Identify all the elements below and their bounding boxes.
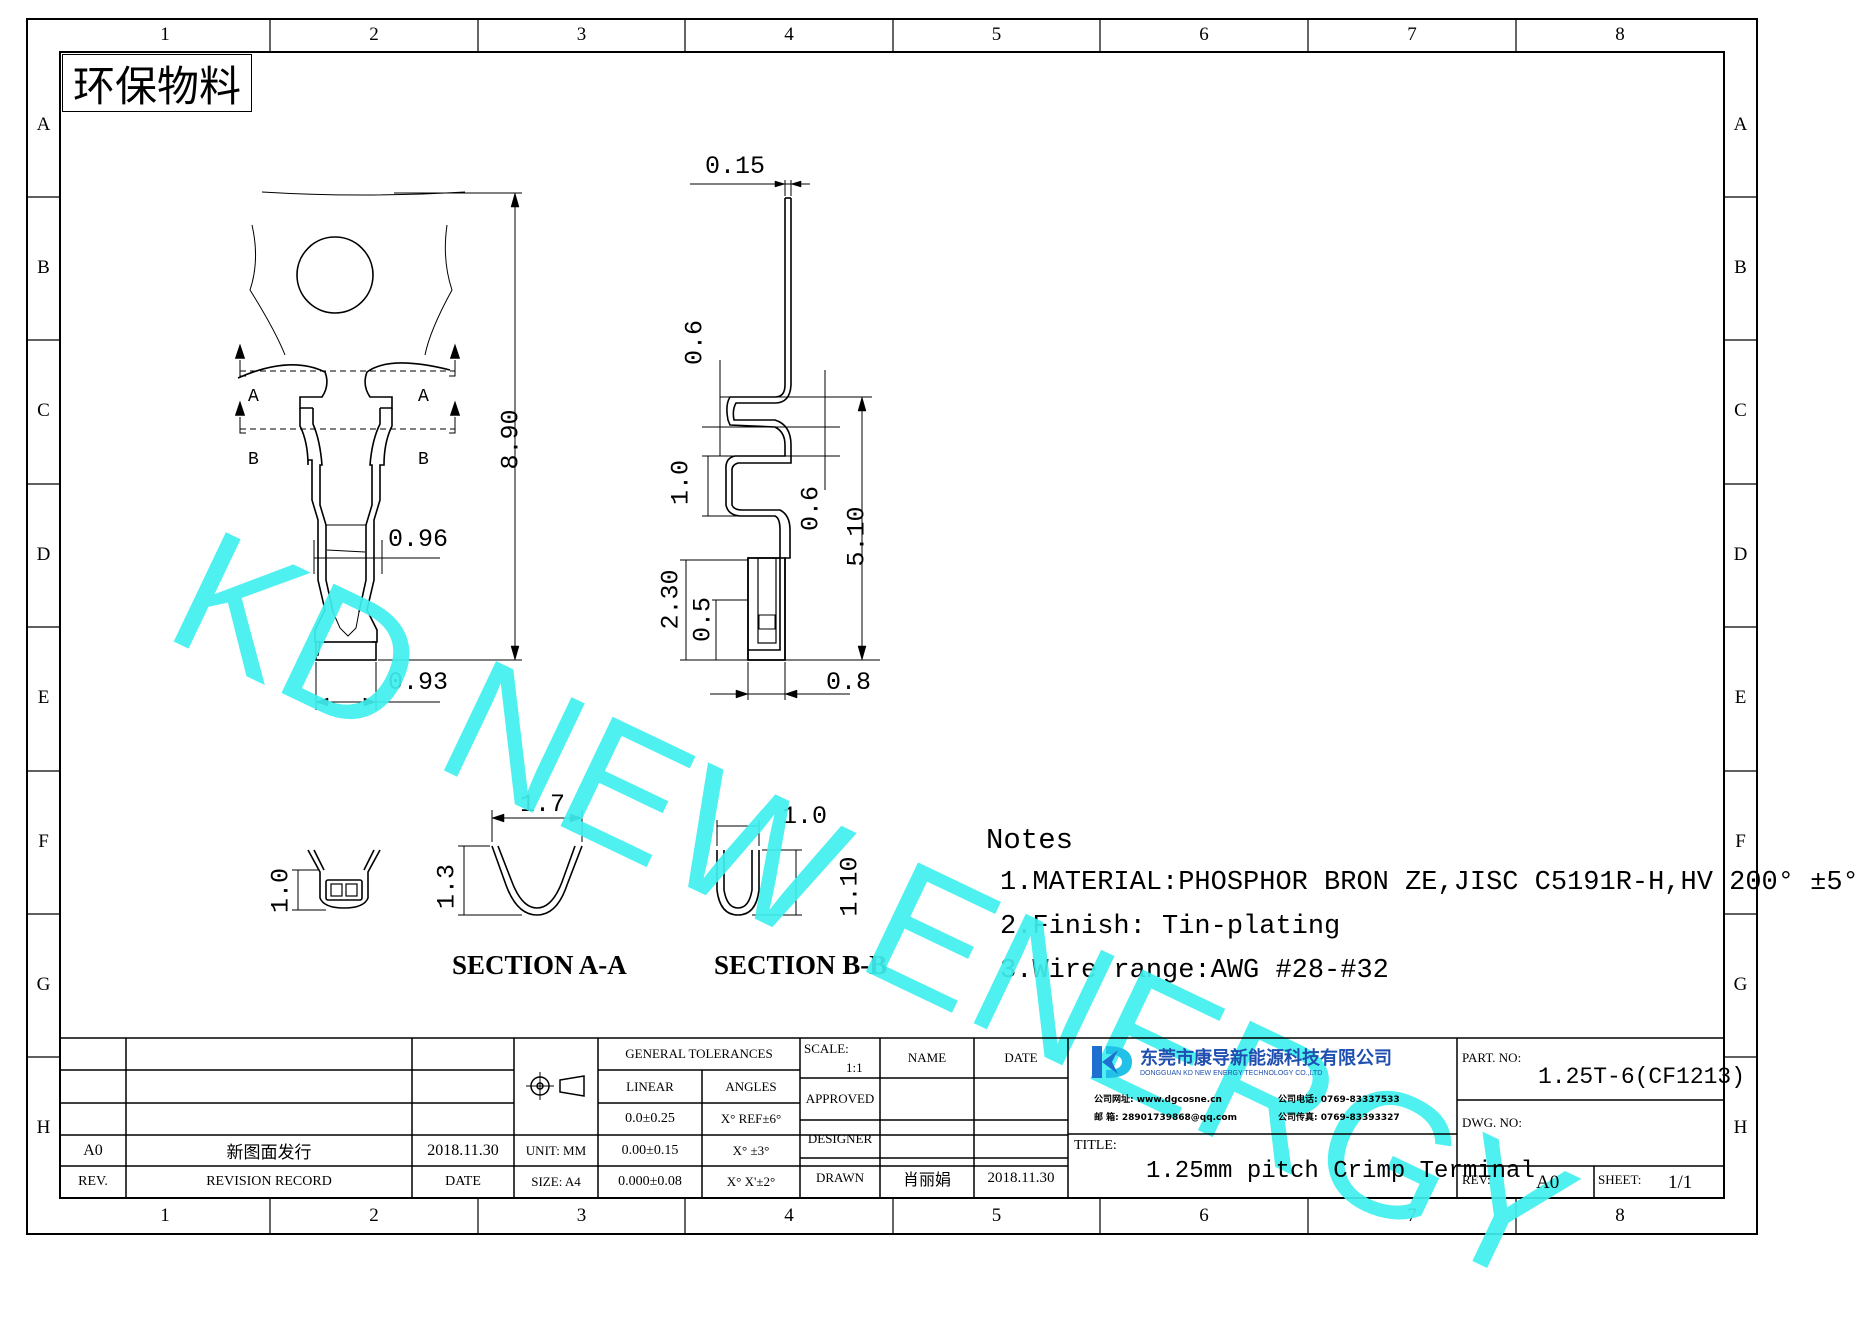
zone-col-6-bottom: 6 (1199, 1205, 1209, 1226)
company-name-cn: 东莞市康导新能源科技有限公司 (1140, 1048, 1392, 1069)
company-name-en: DONGGUAN KD NEW ENERGY TECHNOLOGY CO.,LT… (1140, 1070, 1323, 1077)
drawing-frame (26, 18, 1758, 1235)
zone-col-8-top: 8 (1615, 24, 1625, 45)
zone-row-b-left: B (37, 257, 50, 278)
revision-record-header: REVISION RECORD (206, 1174, 332, 1189)
company-logo-icon (1092, 1046, 1132, 1078)
linear-tol-3: 0.000±0.08 (618, 1174, 682, 1189)
dwg-no-label: DWG. NO: (1462, 1115, 1522, 1130)
zone-col-1-top: 1 (160, 24, 170, 45)
sheet-value: 1/1 (1668, 1172, 1693, 1193)
zone-row-h-left: H (36, 1117, 51, 1138)
notes-title: Notes (986, 824, 1074, 857)
company-phone: 公司电话: 0769-83337533 (1278, 1095, 1400, 1105)
section-b-b-label: SECTION B-B (714, 950, 888, 980)
angle-tol-1: X° REF±6° (720, 1111, 782, 1126)
dim-bottom-width: 0.93 (388, 668, 449, 697)
rev-label: REV: (1462, 1172, 1491, 1187)
angle-tol-3: X° X'±2° (726, 1174, 776, 1189)
rev-block-value: A0 (1536, 1172, 1560, 1193)
rev-value: A0 (83, 1141, 103, 1159)
zone-col-4-bottom: 4 (784, 1205, 794, 1226)
drawn-label: DRAWN (815, 1170, 865, 1185)
side-view-drawing (680, 180, 880, 700)
zone-col-7-top: 7 (1407, 24, 1417, 45)
drawing-title: 1.25mm pitch Crimp Terminal (1146, 1158, 1535, 1185)
zone-row-c-left: C (37, 400, 50, 421)
zone-col-1-bottom: 1 (160, 1205, 170, 1226)
dim-thickness: 0.15 (705, 152, 766, 181)
zone-col-2-top: 2 (369, 24, 379, 45)
zone-row-g-right: G (1733, 974, 1748, 995)
linear-tol-2: 0.00±0.15 (621, 1142, 679, 1158)
unit-label: UNIT: MM (525, 1142, 587, 1158)
section-a-a-label: SECTION A-A (452, 950, 627, 980)
title-block-grid (60, 1037, 1724, 1198)
title-label: TITLE: (1074, 1138, 1117, 1153)
zone-row-c-right: C (1734, 400, 1747, 421)
rev-date-header: DATE (445, 1174, 481, 1189)
zone-row-e-left: E (37, 687, 50, 708)
drawn-name: 肖丽娟 (902, 1170, 951, 1189)
linear-tol-1: 0.0±0.25 (625, 1111, 675, 1126)
company-email: 邮 箱: 28901739868@qq.com (1094, 1113, 1237, 1123)
part-no-label: PART. NO: (1462, 1050, 1522, 1065)
zone-col-5-top: 5 (991, 24, 1002, 45)
linear-header: LINEAR (626, 1078, 674, 1094)
general-tolerances-header: GENERAL TOLERANCES (625, 1046, 773, 1061)
part-no-value: 1.25T-6(CF1213) (1538, 1064, 1746, 1090)
dim-section-b-width: 1.0 (782, 802, 828, 831)
size-label: SIZE: A4 (531, 1174, 581, 1189)
zone-col-7-bottom: 7 (1407, 1205, 1417, 1226)
scale-label: SCALE: (804, 1041, 849, 1056)
zone-col-3-top: 3 (576, 24, 587, 45)
note-item-3: 3.Wire range:AWG #28-#32 (1000, 956, 1389, 986)
zone-col-4-top: 4 (784, 24, 794, 45)
company-fax: 公司传真: 0769-83393327 (1278, 1113, 1400, 1123)
angle-tol-2: X° ±3° (732, 1142, 770, 1158)
dim-width-0-8: 0.8 (826, 668, 872, 697)
approved-label: APPROVED (805, 1091, 875, 1106)
zone-col-2-bottom: 2 (369, 1205, 379, 1226)
zone-row-a-left: A (36, 114, 51, 135)
rev-date-value: 2018.11.30 (427, 1141, 499, 1159)
scale-value: 1:1 (846, 1060, 863, 1075)
zone-row-b-right: B (1734, 257, 1747, 278)
company-website: 公司网址: www.dgcosne.cn (1094, 1095, 1222, 1105)
angles-header: ANGLES (725, 1078, 777, 1094)
zone-row-h-right: H (1733, 1117, 1748, 1138)
dim-section-a-width: 1.7 (520, 790, 566, 819)
zone-row-e-right: E (1734, 687, 1747, 708)
rev-header: REV. (78, 1174, 108, 1189)
designer-label: DESIGNER (807, 1131, 873, 1146)
section-views-drawing (292, 810, 802, 916)
note-item-2: 2.Finish: Tin-plating (1000, 912, 1341, 942)
drawn-date: 2018.11.30 (987, 1169, 1055, 1186)
zone-col-5-bottom: 5 (991, 1205, 1002, 1226)
section-marker-b-right: B (418, 450, 429, 470)
dim-crimp-width: 0.96 (388, 525, 449, 554)
note-item-1: 1.MATERIAL:PHOSPHOR BRON ZE,JISC C5191R-… (1000, 868, 1859, 898)
section-marker-a-right: A (418, 387, 429, 407)
zone-row-d-left: D (36, 544, 51, 565)
zone-row-g-left: G (36, 974, 51, 995)
zone-row-a-right: A (1733, 114, 1748, 135)
zone-row-f-left: F (38, 831, 49, 852)
zone-col-6-top: 6 (1199, 24, 1209, 45)
zone-row-f-right: F (1735, 831, 1746, 852)
zone-col-3-bottom: 3 (576, 1205, 587, 1226)
section-marker-b-left: B (248, 450, 259, 470)
name-header: NAME (907, 1050, 947, 1065)
eco-material-stamp: 环保物料 (62, 54, 252, 112)
section-marker-a-left: A (248, 387, 259, 407)
front-view-drawing (234, 191, 522, 710)
sheet-label: SHEET: (1598, 1172, 1642, 1187)
zone-col-8-bottom: 8 (1615, 1205, 1625, 1226)
date-header: DATE (1004, 1050, 1038, 1065)
rev-record-value: 新图面发行 (226, 1143, 312, 1163)
zone-row-d-right: D (1733, 544, 1748, 565)
